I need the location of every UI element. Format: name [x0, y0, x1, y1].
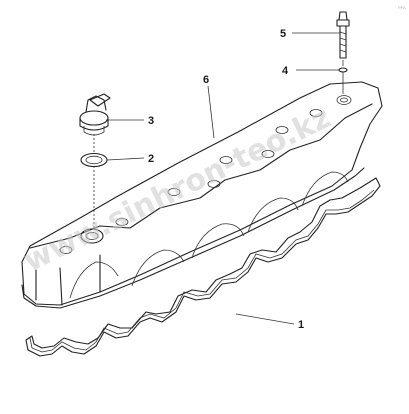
assembly-axes — [93, 60, 344, 228]
bolt-holes — [59, 95, 352, 254]
callout-label-4: 4 — [282, 65, 289, 77]
watermark: www.sinhron-teo.kz — [18, 100, 336, 279]
callout-5: 5 — [280, 28, 340, 40]
callout-1: 1 — [235, 313, 304, 331]
stud-bolt — [336, 11, 350, 59]
filler-cap — [79, 93, 111, 136]
callout-label-6: 6 — [203, 74, 209, 86]
callout-label-3: 3 — [148, 115, 154, 127]
gasket — [25, 177, 381, 357]
callout-label-5: 5 — [280, 28, 286, 40]
valve-cover — [21, 81, 383, 309]
callout-3: 3 — [106, 115, 154, 127]
callout-label-1: 1 — [298, 319, 304, 331]
corner-mark: PFA — [398, 5, 406, 10]
callout-6: 6 — [203, 74, 215, 139]
o-ring — [80, 152, 108, 168]
callout-4: 4 — [282, 65, 339, 77]
callout-2: 2 — [106, 153, 154, 165]
oil-filler-neck — [80, 228, 104, 244]
callout-label-2: 2 — [148, 153, 154, 165]
washer — [338, 67, 348, 73]
